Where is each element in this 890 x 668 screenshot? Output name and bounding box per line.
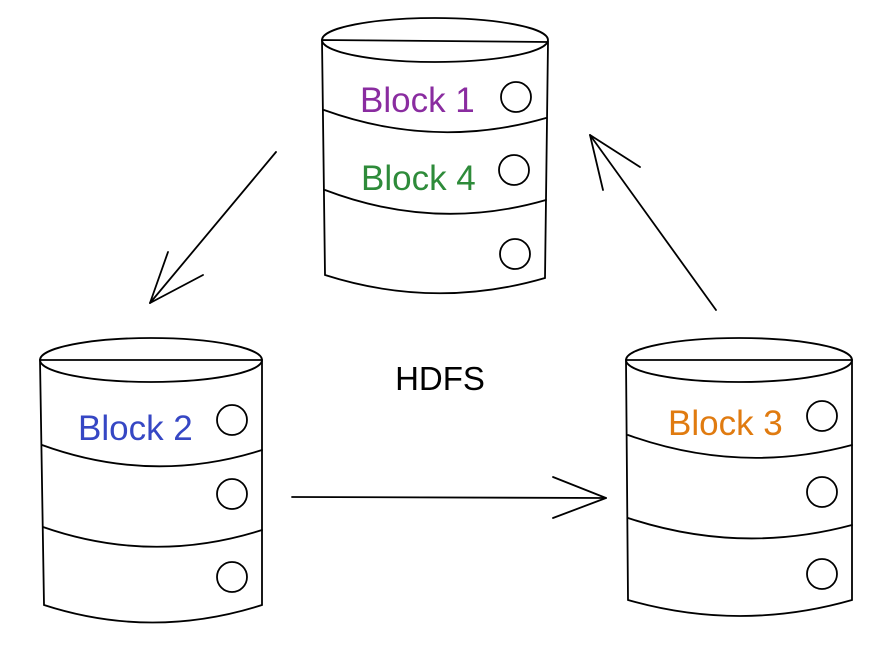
cylinder-body [625,359,853,617]
disk-indicator-icon [499,238,531,270]
cylinder-divider [627,434,853,459]
edge-line [149,151,277,304]
cylinder-divider [41,444,263,468]
arrowhead-icon [552,476,607,519]
edge-line [291,496,607,499]
disk-indicator-icon [216,478,248,510]
arrowhead-icon [589,134,641,191]
cylinder-divider [627,517,853,540]
cylinder-body [39,359,263,624]
block-label: Block 2 [78,409,193,448]
disk-indicator-icon [498,154,530,186]
storage-node-right: Block 3 [625,337,853,617]
block-label: Block 1 [360,81,475,120]
cylinder-divider [42,526,263,548]
storage-node-top: Block 1 Block 4 [321,17,549,295]
cylinder-divider [324,189,547,215]
disk-indicator-icon [216,561,248,593]
disk-indicator-icon [806,558,838,590]
edge-left-to-right [291,476,607,519]
cylinder-top [321,17,549,63]
cylinder-body [321,39,549,295]
disk-indicator-icon [500,81,532,113]
edge-top-to-left [149,151,277,304]
arrowhead-icon [149,251,204,304]
disk-indicator-icon [806,400,838,432]
cylinder-top [39,337,263,383]
diagram-title: HDFS [395,360,485,397]
edge-right-to-top [589,134,717,311]
edge-line [589,134,717,311]
cylinder-divider [323,109,547,134]
disk-indicator-icon [806,476,838,508]
cylinder-top [625,337,853,383]
disk-indicator-icon [216,404,248,436]
storage-node-left: Block 2 [39,337,263,624]
block-label: Block 3 [668,404,783,443]
block-label: Block 4 [361,159,476,198]
